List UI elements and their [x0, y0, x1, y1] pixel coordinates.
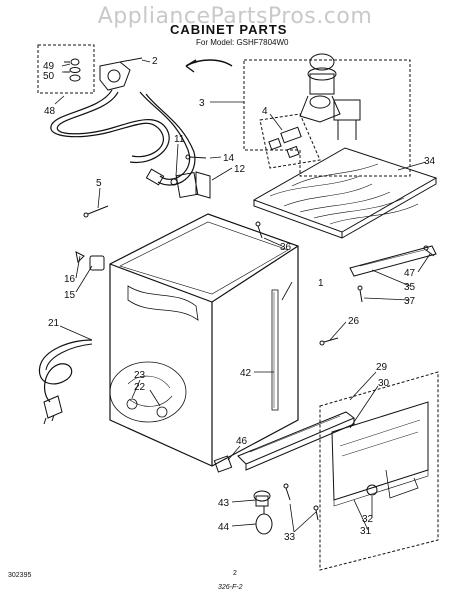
callout-22: 22	[134, 382, 146, 393]
diagram-title: CABINET PARTS	[170, 22, 288, 37]
footer-page-number: 2	[233, 570, 237, 577]
inlet-fitting	[99, 61, 131, 91]
callout-49: 49	[43, 61, 55, 72]
callout-4: 4	[262, 106, 268, 117]
callout-16: 16	[64, 274, 76, 285]
callout-34: 34	[424, 156, 436, 167]
callout-47: 47	[404, 268, 416, 279]
misc-parts	[38, 154, 437, 425]
leader-lines	[54, 59, 431, 533]
callout-23: 23	[134, 370, 146, 381]
callout-44: 44	[218, 522, 230, 533]
callout-42: 42	[240, 368, 252, 379]
callout-5: 5	[96, 178, 102, 189]
callout-21: 21	[48, 318, 60, 329]
hose-assembly	[37, 44, 233, 186]
callout-labels: 49 50 48 2 3 4 11 14 12 5 34 36 16 15 1 …	[43, 56, 436, 543]
callout-2: 2	[152, 56, 158, 67]
small-parts-box	[37, 44, 95, 94]
cabinet	[109, 213, 299, 467]
callout-48: 48	[44, 106, 56, 117]
front-panel-group	[319, 371, 439, 571]
callout-32: 32	[362, 514, 374, 525]
callout-50: 50	[43, 71, 55, 82]
motor-group	[243, 53, 411, 177]
callout-12: 12	[234, 164, 246, 175]
top-panel	[252, 147, 438, 239]
callout-30: 30	[378, 378, 390, 389]
model-subtitle: For Model: GSHF7804W0	[196, 38, 289, 47]
callout-14: 14	[223, 153, 235, 164]
callout-11: 11	[174, 134, 185, 145]
base-rail	[213, 411, 355, 535]
callout-1: 1	[318, 278, 324, 289]
callout-35: 35	[404, 282, 416, 293]
callout-15: 15	[64, 290, 76, 301]
callout-29: 29	[376, 362, 388, 373]
footer-reference: 326-F-2	[218, 584, 243, 591]
callout-36: 36	[280, 242, 292, 253]
callout-3: 3	[199, 98, 205, 109]
callout-26: 26	[348, 316, 360, 327]
callout-43: 43	[218, 498, 230, 509]
callout-33: 33	[284, 532, 296, 543]
callout-37: 37	[404, 296, 416, 307]
callout-46: 46	[236, 436, 248, 447]
footer-code: 302395	[8, 572, 32, 579]
watermark: AppliancePartsPros.com	[97, 4, 373, 29]
callout-31: 31	[360, 526, 372, 537]
